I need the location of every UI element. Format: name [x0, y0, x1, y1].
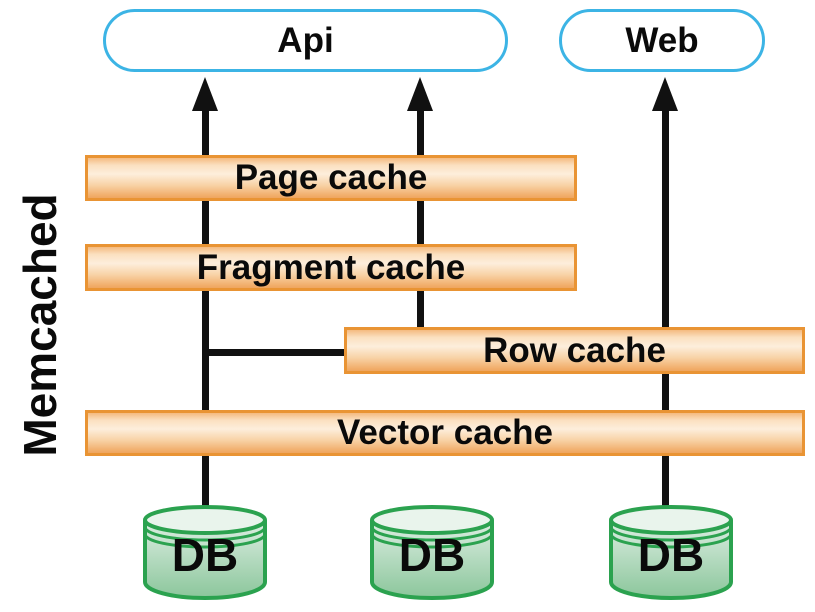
- arrow-line-db1-to-api: [202, 106, 209, 508]
- arrowhead-up-icon: [652, 77, 678, 111]
- database-cylinder-icon: [370, 505, 494, 600]
- memcached-side-label: Memcached: [14, 193, 66, 457]
- cache-bar-vector-cache: Vector cache: [85, 410, 805, 456]
- cache-bar-label: Vector cache: [337, 413, 553, 452]
- cache-bar-page-cache: Page cache: [85, 155, 577, 201]
- endpoint-web-label: Web: [625, 20, 699, 60]
- cache-bar-fragment-cache: Fragment cache: [85, 244, 577, 291]
- arrow-line-rowcache-to-api: [417, 106, 424, 330]
- arrowhead-up-icon: [407, 77, 433, 111]
- cache-bar-label: Fragment cache: [196, 247, 466, 287]
- database-cylinder: DB: [141, 502, 269, 604]
- connector-line-to-row-cache: [202, 349, 348, 356]
- database-cylinder: DB: [368, 502, 496, 604]
- endpoint-web: Web: [559, 9, 765, 72]
- cache-bar-label: Row cache: [483, 330, 666, 370]
- cache-bar-label: Page cache: [234, 158, 428, 197]
- database-cylinder: DB: [607, 502, 735, 604]
- endpoint-api-label: Api: [277, 20, 334, 60]
- db-label: DB: [171, 529, 239, 581]
- db-label: DB: [398, 529, 466, 581]
- database-cylinder-icon: [609, 505, 733, 600]
- endpoint-api: Api: [103, 9, 508, 72]
- cache-bar-row-cache: Row cache: [344, 327, 805, 374]
- db-label: DB: [637, 529, 705, 581]
- arrow-line-db3-to-web: [662, 106, 669, 508]
- database-cylinder-icon: [143, 505, 267, 600]
- arrowhead-up-icon: [192, 77, 218, 111]
